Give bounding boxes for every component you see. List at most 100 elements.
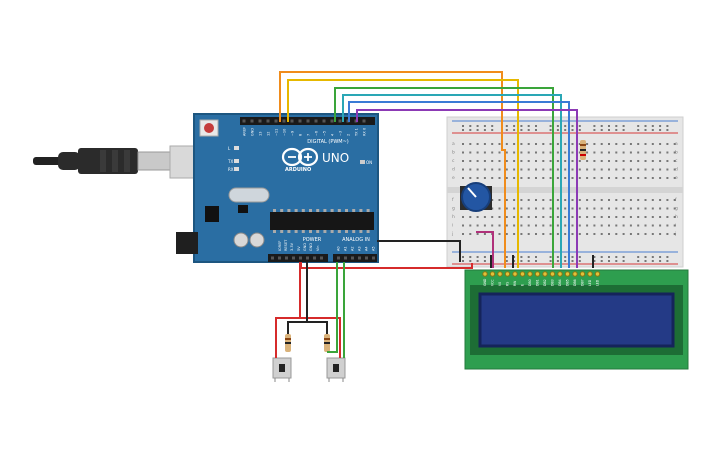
breadboard-hole [505, 260, 508, 262]
digital-pin-label: 12 [267, 132, 271, 136]
breadboard-hole [637, 125, 640, 127]
breadboard-hole [600, 233, 603, 235]
breadboard-hole [469, 216, 472, 218]
breadboard-hole [673, 216, 676, 218]
digital-pin-hole[interactable] [314, 119, 318, 123]
breadboard-hole [651, 224, 654, 227]
lcd-pin[interactable] [482, 271, 488, 277]
breadboard-hole [622, 256, 625, 258]
breadboard-hole [556, 125, 559, 127]
analog-pin-hole[interactable] [337, 256, 340, 260]
breadboard-hole [629, 151, 632, 154]
digital-pin-label: ~11 [275, 129, 279, 136]
digital-pin-hole[interactable] [250, 119, 254, 123]
digital-pin-hole[interactable] [266, 119, 270, 123]
breadboard-hole [586, 216, 589, 218]
lcd-pin[interactable] [579, 271, 586, 277]
lcd-pin[interactable] [587, 271, 593, 277]
breadboard-hole [578, 256, 581, 258]
chip-pin [294, 209, 298, 212]
breadboard-hole [578, 177, 581, 179]
breadboard-hole [571, 256, 574, 258]
breadboard-hole [498, 224, 501, 227]
power-pin-hole[interactable] [299, 256, 302, 260]
digital-pin-hole[interactable] [258, 119, 262, 123]
digital-pin-hole[interactable] [274, 119, 278, 123]
power-pin-hole[interactable] [292, 256, 295, 260]
power-pin-hole[interactable] [271, 256, 274, 260]
breadboard-hole [666, 199, 669, 201]
digital-pin-hole[interactable] [362, 119, 366, 123]
digital-pin-hole[interactable] [282, 119, 286, 123]
power-pin-hole[interactable] [278, 256, 281, 260]
breadboard-hole [615, 143, 618, 145]
wire-black-gnd [377, 240, 461, 262]
breadboard-hole [608, 207, 610, 210]
digital-pin-hole[interactable] [290, 119, 294, 123]
breadboard-hole [659, 168, 662, 171]
breadboard-hole [608, 260, 610, 262]
lcd-pin[interactable] [572, 271, 578, 277]
breadboard-hole [491, 207, 494, 210]
row-letter: f [675, 197, 677, 203]
breadboard-hole [666, 207, 669, 210]
lcd-pin[interactable] [497, 271, 503, 277]
breadboard-hole [556, 177, 559, 179]
breadboard-hole [615, 168, 618, 171]
breadboard-hole [549, 199, 552, 201]
lcd-pin[interactable] [534, 271, 541, 277]
breadboard-hole [535, 199, 537, 201]
lcd-pin[interactable] [542, 271, 548, 277]
power-pin-hole[interactable] [320, 256, 323, 260]
reset-button[interactable] [204, 123, 214, 133]
digital-pin-hole[interactable] [298, 119, 302, 123]
breadboard-hole [513, 129, 516, 131]
lcd-pin[interactable] [594, 271, 601, 277]
power-pin-hole[interactable] [313, 256, 316, 260]
analog-pin-hole[interactable] [344, 256, 347, 260]
digital-pin-hole[interactable] [330, 119, 334, 123]
breadboard-hole [520, 224, 523, 227]
button-right[interactable] [326, 357, 346, 382]
lcd-pin[interactable] [489, 271, 496, 277]
analog-pin-hole[interactable] [365, 256, 368, 260]
breadboard-hole [666, 233, 669, 235]
breadboard-hole [549, 260, 552, 262]
digital-pin-hole[interactable] [242, 119, 246, 123]
lcd-pin[interactable] [549, 271, 556, 277]
power-pin-hole[interactable] [285, 256, 288, 260]
potentiometer-icon[interactable] [460, 182, 492, 212]
breadboard-hole [637, 129, 640, 131]
breadboard-hole [666, 224, 669, 227]
power-pin-hole[interactable] [306, 256, 309, 260]
lcd-pin[interactable] [557, 271, 563, 277]
breadboard-hole [527, 143, 530, 145]
button-left[interactable] [272, 357, 292, 382]
breadboard-hole [586, 177, 589, 179]
lcd-pin[interactable] [504, 271, 511, 277]
analog-pin-hole[interactable] [358, 256, 361, 260]
breadboard-hole [505, 177, 508, 179]
digital-pin-hole[interactable] [306, 119, 310, 123]
lcd-pin[interactable] [527, 271, 533, 277]
breadboard-hole [535, 216, 537, 218]
analog-pin-hole[interactable] [372, 256, 375, 260]
breadboard-hole [564, 151, 567, 154]
digital-pin-label: 7 [307, 134, 311, 136]
breadboard-hole [491, 160, 494, 162]
lcd-pin[interactable] [564, 271, 571, 277]
lcd-pin[interactable] [519, 271, 526, 277]
chip-pin [287, 230, 291, 233]
analog-pin-hole[interactable] [351, 256, 354, 260]
digital-pin-hole[interactable] [322, 119, 326, 123]
breadboard-hole [629, 143, 632, 145]
breadboard-hole [622, 207, 625, 210]
lcd-pin[interactable] [512, 271, 518, 277]
breadboard-hole [600, 129, 603, 131]
digital-pin-hole[interactable] [338, 119, 342, 123]
breadboard-hole [651, 233, 654, 235]
breadboard-hole [600, 125, 603, 127]
breadboard-hole [586, 160, 589, 162]
